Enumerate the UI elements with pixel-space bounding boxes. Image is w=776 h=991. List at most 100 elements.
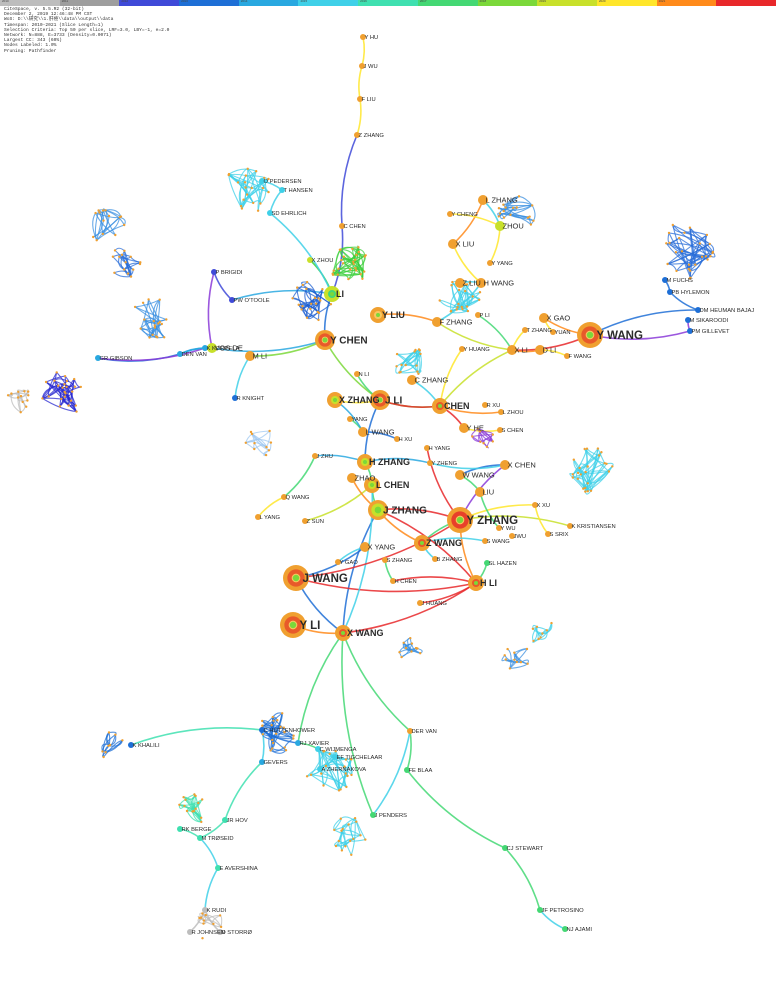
author-node[interactable] (245, 351, 255, 361)
author-node[interactable] (539, 313, 549, 323)
author-node[interactable] (564, 353, 570, 359)
author-node[interactable] (390, 578, 396, 584)
author-node[interactable] (339, 223, 345, 229)
author-node[interactable] (222, 817, 228, 823)
author-node[interactable] (217, 929, 223, 935)
author-node[interactable] (259, 727, 265, 733)
author-node[interactable] (370, 390, 390, 410)
author-node[interactable] (327, 392, 343, 408)
author-node[interactable] (255, 514, 261, 520)
author-node[interactable] (283, 565, 309, 591)
author-node[interactable] (267, 210, 273, 216)
author-node[interactable] (281, 494, 287, 500)
author-node[interactable] (495, 221, 505, 231)
author-node[interactable] (427, 460, 433, 466)
author-node[interactable] (347, 473, 357, 483)
author-node[interactable] (357, 454, 373, 470)
author-node[interactable] (382, 557, 388, 563)
author-node[interactable] (95, 355, 101, 361)
author-node[interactable] (407, 375, 417, 385)
author-node[interactable] (207, 343, 217, 353)
author-node[interactable] (259, 759, 265, 765)
author-node[interactable] (482, 402, 488, 408)
author-node[interactable] (128, 742, 134, 748)
author-node[interactable] (567, 523, 573, 529)
author-node[interactable] (202, 345, 208, 351)
author-node[interactable] (394, 436, 400, 442)
author-node[interactable] (447, 507, 473, 533)
author-node[interactable] (667, 289, 673, 295)
author-node[interactable] (687, 328, 693, 334)
author-node[interactable] (347, 416, 353, 422)
author-node[interactable] (502, 845, 508, 851)
author-node[interactable] (448, 239, 458, 249)
author-node[interactable] (496, 525, 502, 531)
author-node[interactable] (279, 187, 285, 193)
author-node[interactable] (545, 531, 551, 537)
author-node[interactable] (484, 560, 490, 566)
author-node[interactable] (459, 346, 465, 352)
author-node[interactable] (662, 277, 668, 283)
author-node[interactable] (532, 502, 538, 508)
author-node[interactable] (280, 612, 306, 638)
author-node[interactable] (432, 556, 438, 562)
author-node[interactable] (685, 317, 691, 323)
author-node[interactable] (478, 195, 488, 205)
author-node[interactable] (497, 427, 503, 433)
author-node[interactable] (562, 926, 568, 932)
author-node[interactable] (482, 538, 488, 544)
author-node[interactable] (432, 317, 442, 327)
author-node[interactable] (459, 423, 469, 433)
author-node[interactable] (522, 327, 528, 333)
author-node[interactable] (507, 345, 517, 355)
author-node[interactable] (487, 260, 493, 266)
author-node[interactable] (177, 351, 183, 357)
author-node[interactable] (550, 329, 556, 335)
author-node[interactable] (455, 278, 465, 288)
author-node[interactable] (404, 767, 410, 773)
author-node[interactable] (364, 477, 380, 493)
author-node[interactable] (259, 178, 265, 184)
author-node[interactable] (332, 754, 338, 760)
author-node[interactable] (370, 307, 386, 323)
author-node[interactable] (315, 746, 321, 752)
author-node[interactable] (354, 371, 360, 377)
author-node[interactable] (215, 865, 221, 871)
author-node[interactable] (335, 625, 351, 641)
author-node[interactable] (417, 600, 423, 606)
author-node[interactable] (359, 63, 365, 69)
author-node[interactable] (295, 740, 301, 746)
author-node[interactable] (324, 286, 340, 302)
author-node[interactable] (455, 470, 465, 480)
author-node[interactable] (202, 907, 208, 913)
author-node[interactable] (335, 559, 341, 565)
author-node[interactable] (312, 453, 318, 459)
author-node[interactable] (211, 269, 217, 275)
author-node[interactable] (368, 500, 388, 520)
author-node[interactable] (302, 518, 308, 524)
author-node[interactable] (360, 542, 370, 552)
author-node[interactable] (447, 211, 453, 217)
author-node[interactable] (577, 322, 603, 348)
author-node[interactable] (358, 427, 368, 437)
author-node[interactable] (468, 575, 484, 591)
author-node[interactable] (500, 460, 510, 470)
author-node[interactable] (424, 445, 430, 451)
author-node[interactable] (407, 728, 413, 734)
author-node[interactable] (229, 297, 235, 303)
author-node[interactable] (509, 533, 515, 539)
author-node[interactable] (475, 487, 485, 497)
author-node[interactable] (475, 312, 481, 318)
author-node[interactable] (695, 307, 701, 313)
author-node[interactable] (357, 96, 363, 102)
author-node[interactable] (197, 835, 203, 841)
author-node[interactable] (307, 257, 313, 263)
author-node[interactable] (315, 330, 335, 350)
author-node[interactable] (432, 398, 448, 414)
author-node[interactable] (414, 535, 430, 551)
author-node[interactable] (498, 409, 504, 415)
author-node[interactable] (370, 812, 376, 818)
author-node[interactable] (476, 278, 486, 288)
author-node[interactable] (537, 907, 543, 913)
author-node[interactable] (317, 766, 323, 772)
